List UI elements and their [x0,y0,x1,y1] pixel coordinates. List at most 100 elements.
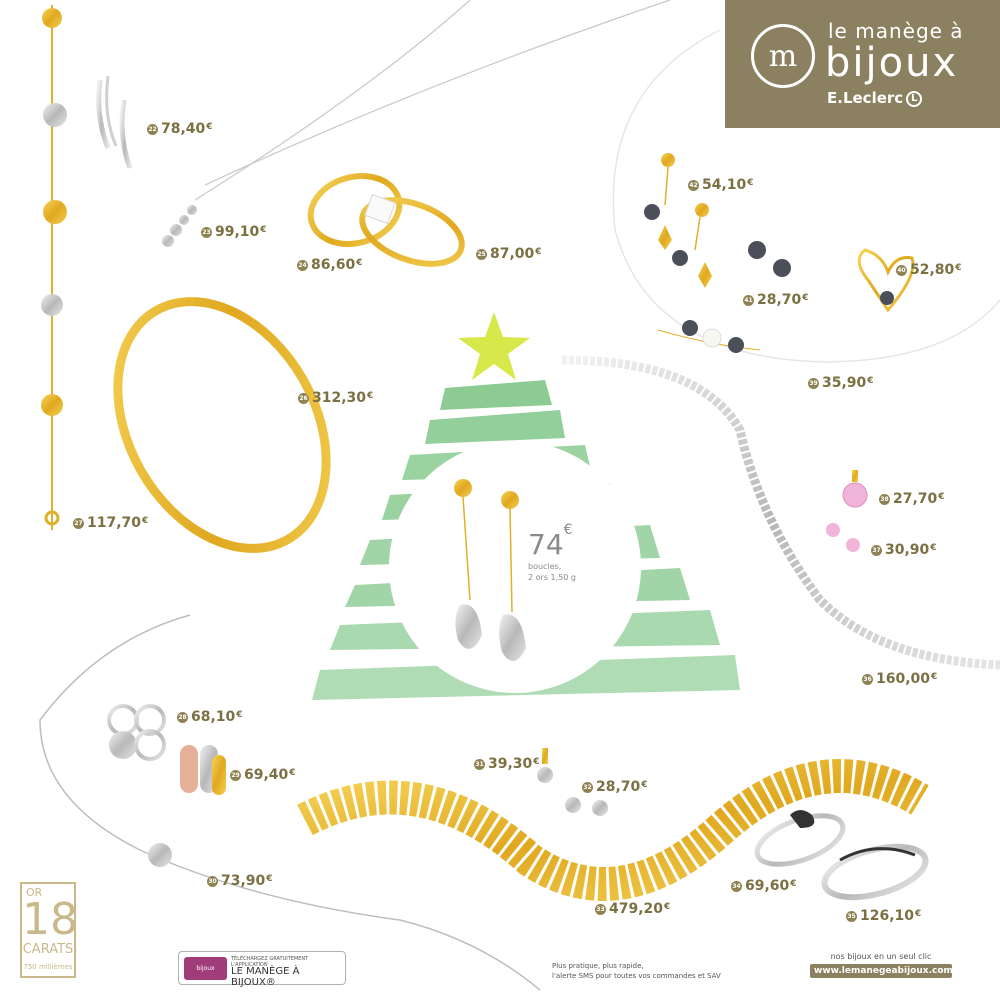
carats-or: OR [26,886,43,899]
app-download-text: TÉLÉCHARGEZ GRATUITEMENT L'APPLICATION [231,956,309,968]
currency: € [641,780,648,790]
product-number: 42 [688,179,699,191]
app-download-banner[interactable]: bijoux TÉLÉCHARGEZ GRATUITEMENT L'APPLIC… [178,951,346,988]
gold-bangle [113,297,331,553]
sms-line1: Plus pratique, plus rapide, [552,962,644,970]
price-value: 54,10 [702,177,747,193]
product-number: 27 [73,517,84,529]
price-value: 78,40 [161,121,206,137]
currency: € [931,672,938,682]
currency: € [266,874,273,884]
currency: € [747,178,754,188]
featured-price-value: 74 [528,528,564,561]
product-number: 40 [896,264,907,276]
price-value: 160,00 [876,671,931,687]
price-value: 87,00 [490,246,535,262]
product-number: 41 [743,294,754,306]
product-number: 22 [147,123,158,135]
product-number: 33 [595,903,606,915]
gold-station-bracelet [41,5,67,530]
currency: € [535,247,542,257]
price-value: 126,10 [860,908,915,924]
clover-charm [148,843,172,867]
product-number: 29 [230,769,241,781]
price-value: 73,90 [221,873,266,889]
online-shop: nos bijoux en un seul clic www.lemanegea… [810,952,953,978]
currency: € [930,543,937,553]
retailer-name: E.Leclerc [827,89,904,107]
product-number: 39 [808,377,819,389]
price-value: 68,10 [191,709,236,725]
product-number: 31 [474,758,485,770]
price-value: 35,90 [822,375,867,391]
product-number: 25 [476,248,487,260]
product-number: 34 [731,880,742,892]
product-number: 37 [871,544,882,556]
silver-claw-earrings [96,75,133,169]
featured-desc-line2: 2 ors 1,50 g [528,573,576,582]
pink-stone-jewelry [826,470,868,552]
product-number: 36 [862,673,873,685]
currency: € [790,879,797,889]
product-number: 32 [582,781,593,793]
pearl-frame-line [612,29,1000,363]
product-number: 23 [201,226,212,238]
clover-pendant [107,704,166,761]
app-name: LE MANÈGE À BIJOUX® [231,966,300,988]
price-value: 30,90 [885,542,930,558]
featured-desc-line1: boucles, [528,562,562,571]
sms-line2: l'alerte SMS pour toutes vos commandes e… [552,972,721,980]
sms-alert-text: Plus pratique, plus rapide, l'alerte SMS… [552,961,721,981]
currency: € [356,258,363,268]
featured-price: 74€ [528,522,576,561]
brand-monogram: m [751,24,815,88]
price-value: 69,40 [244,767,289,783]
currency: € [289,768,296,778]
price-value: 52,80 [910,262,955,278]
product-number: 26 [298,392,309,404]
currency: € [260,225,267,235]
website-link[interactable]: www.lemanegeabijoux.com [810,964,953,978]
silver-clover-bracelet [39,614,541,991]
price-value: 117,70 [87,515,142,531]
currency: € [142,516,149,526]
silver-rope-chain [561,355,1000,670]
price-value: 99,10 [215,224,260,240]
price-value: 86,60 [311,257,356,273]
currency: € [367,391,374,401]
online-tagline: nos bijoux en un seul clic [830,952,932,961]
carats-number: 18 [22,894,78,945]
currency: € [915,909,922,919]
gold-curb-bracelet [297,759,929,901]
silver-infinity-rings [754,810,929,901]
brand-line1: le manège à [828,19,964,43]
price-value: 312,30 [312,390,367,406]
price-value: 28,70 [596,779,641,795]
price-value: 28,70 [757,292,802,308]
carats-label: CARATS [22,942,74,957]
featured-currency: € [563,521,573,538]
